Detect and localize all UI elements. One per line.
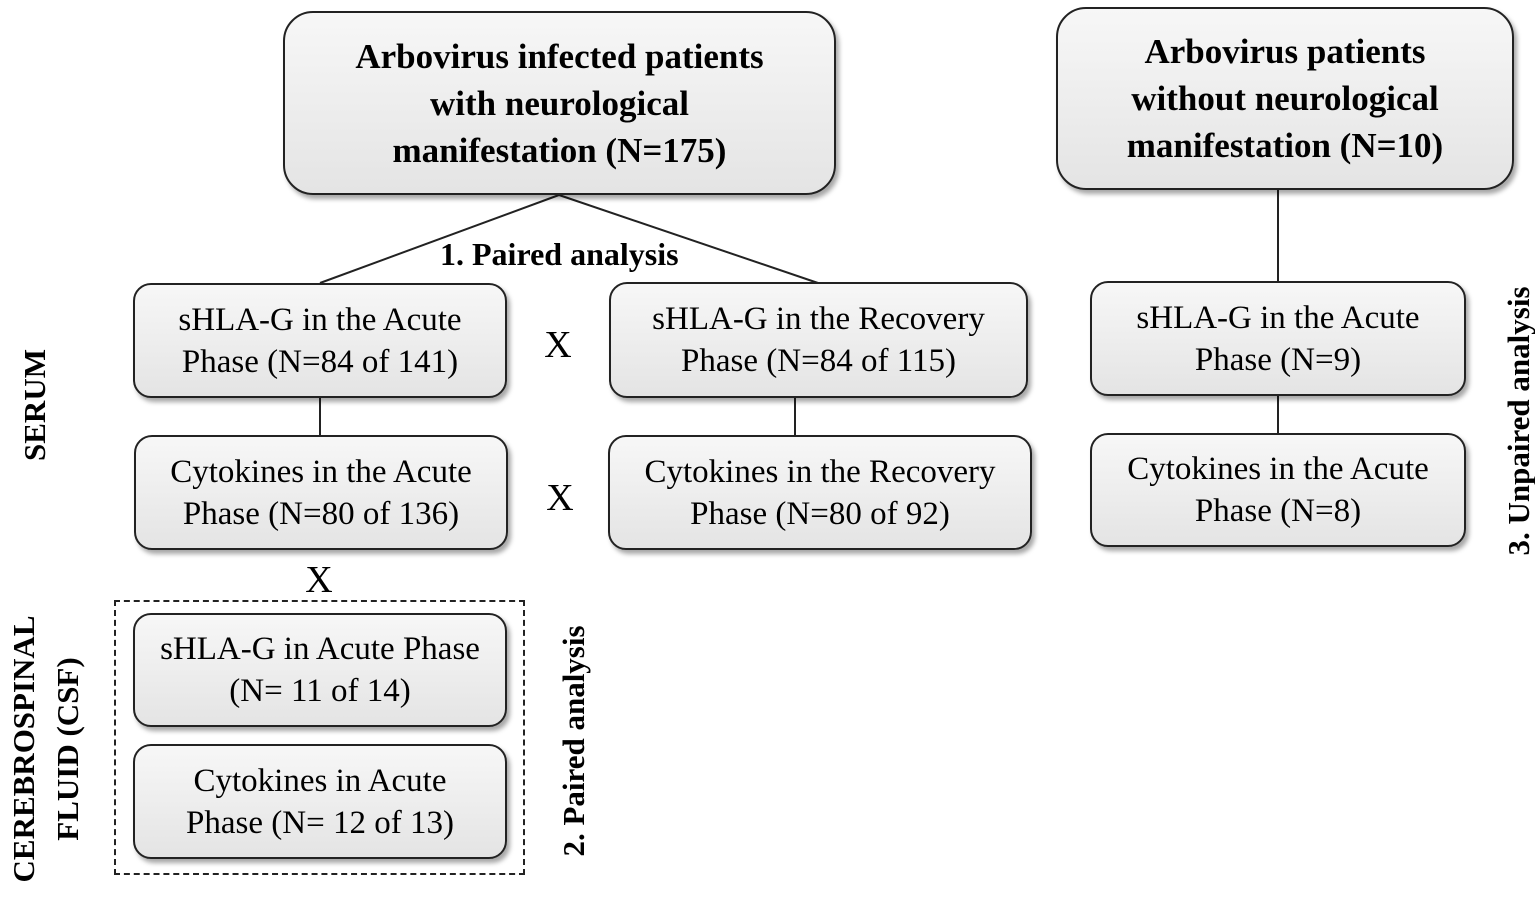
- paired-analysis-1-label: 1. Paired analysis: [440, 236, 679, 272]
- shlag-acute-serum-box: sHLA-G in the Acute Phase (N=84 of 141): [133, 283, 507, 398]
- shlag-recovery-serum-line-1: sHLA-G in the Recovery: [652, 301, 985, 337]
- connector-neuro-to-recovery: [558, 194, 819, 284]
- cyto-acute-csf-box: Cytokines in Acute Phase (N= 12 of 13): [133, 744, 507, 859]
- cyto-recovery-serum-line-1: Cytokines in the Recovery: [644, 453, 996, 490]
- cyto-acute-serum-box: Cytokines in the Acute Phase (N=80 of 13…: [134, 435, 508, 550]
- compare-mark-serum-csf: X: [305, 559, 333, 601]
- shlag-recovery-serum-line-2: Phase (N=84 of 115): [681, 343, 956, 379]
- cyto-acute-non-neuro-box: Cytokines in the Acute Phase (N=8): [1090, 433, 1466, 547]
- cyto-acute-non-neuro-line-2: Phase (N=8): [1194, 493, 1362, 529]
- compare-mark-cytokines: X: [546, 477, 574, 519]
- shlag-acute-csf-line-2: (N= 11 of 14): [229, 673, 411, 709]
- connector-neuro-to-acute: [319, 194, 560, 284]
- neuro-patients-line-3: manifestation (N=175): [392, 130, 727, 170]
- non-neuro-patients-box: Arbovirus patients without neurological …: [1056, 7, 1514, 190]
- neuro-patients-line-2: with neurological: [430, 83, 689, 123]
- non-neuro-patients-line-2: without neurological: [1131, 79, 1439, 118]
- shlag-acute-csf-box: sHLA-G in Acute Phase (N= 11 of 14): [133, 613, 507, 727]
- neuro-patients-box: Arbovirus infected patients with neurolo…: [283, 11, 836, 195]
- non-neuro-patients-line-3: manifestation (N=10): [1126, 126, 1444, 165]
- shlag-acute-csf-line-1: sHLA-G in Acute Phase: [160, 631, 480, 667]
- paired-analysis-2-label: 2. Paired analysis: [556, 625, 591, 857]
- cyto-acute-csf-line-1: Cytokines in Acute: [193, 762, 447, 799]
- unpaired-analysis-3-label: 3. Unpaired analysis: [1501, 286, 1535, 556]
- csf-side-label-line-2: FLUID (CSF): [50, 657, 85, 841]
- cyto-recovery-serum-box: Cytokines in the Recovery Phase (N=80 of…: [608, 435, 1032, 550]
- shlag-acute-serum-line-2: Phase (N=84 of 141): [181, 343, 459, 380]
- csf-side-label-line-1: CEREBROSPINAL: [6, 615, 41, 883]
- csf-group-outline: [114, 600, 525, 875]
- neuro-patients-line-1: Arbovirus infected patients: [355, 36, 764, 76]
- shlag-acute-non-neuro-line-1: sHLA-G in the Acute: [1136, 299, 1420, 336]
- serum-side-label: SERUM: [17, 349, 52, 461]
- non-neuro-patients-line-1: Arbovirus patients: [1144, 32, 1426, 71]
- shlag-acute-non-neuro-line-2: Phase (N=9): [1194, 341, 1362, 378]
- cyto-acute-serum-line-2: Phase (N=80 of 136): [182, 495, 460, 532]
- compare-mark-shlag: X: [544, 324, 572, 366]
- shlag-acute-serum-line-1: sHLA-G in the Acute: [178, 301, 462, 338]
- cyto-acute-serum-line-1: Cytokines in the Acute: [170, 453, 472, 490]
- shlag-recovery-serum-box: sHLA-G in the Recovery Phase (N=84 of 11…: [609, 282, 1028, 398]
- cyto-acute-csf-line-2: Phase (N= 12 of 13): [186, 804, 454, 841]
- shlag-acute-non-neuro-box: sHLA-G in the Acute Phase (N=9): [1090, 281, 1466, 396]
- cyto-recovery-serum-line-2: Phase (N=80 of 92): [690, 495, 950, 532]
- cyto-acute-non-neuro-line-1: Cytokines in the Acute: [1127, 451, 1429, 487]
